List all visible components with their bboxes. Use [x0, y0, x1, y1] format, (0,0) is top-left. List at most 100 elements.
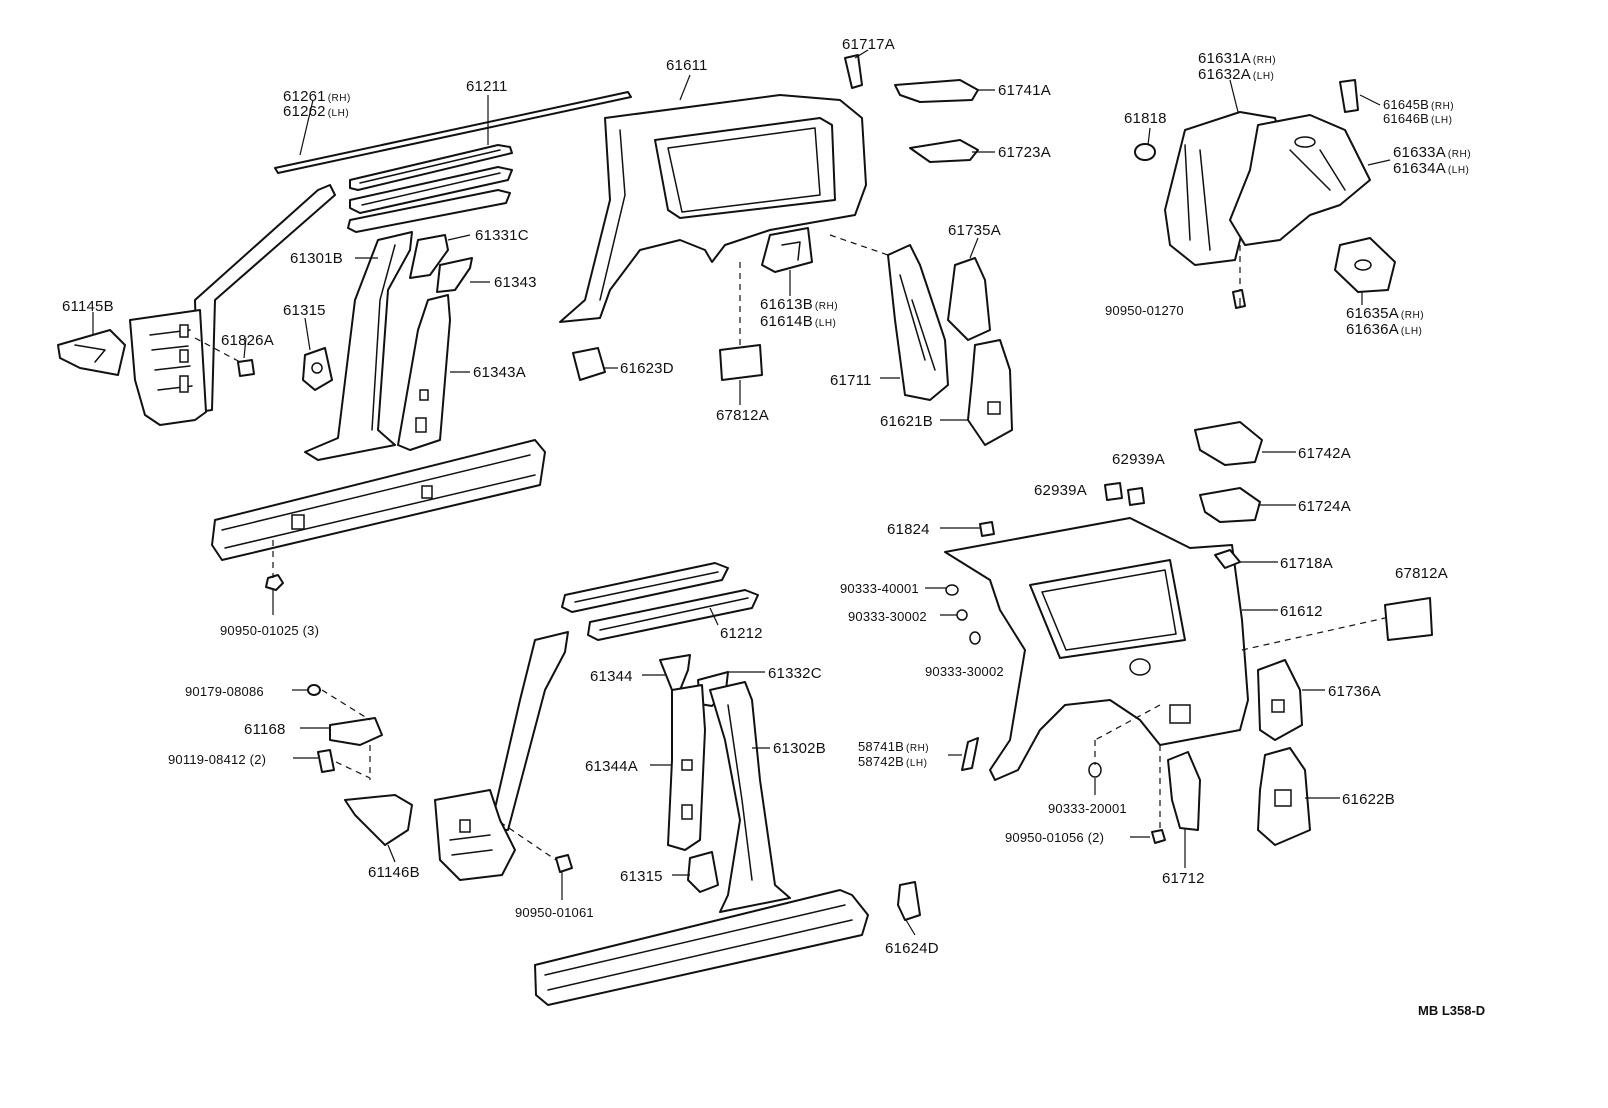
callout-61315-lower: 61315 — [620, 868, 663, 885]
callout-61301B: 61301B — [290, 250, 343, 267]
callout-61632A: 61632A(LH) — [1198, 66, 1275, 83]
callout-61646B: 61646B(LH) — [1383, 111, 1453, 126]
callout-61712: 61712 — [1162, 870, 1205, 887]
bracket-61635A — [1334, 237, 1396, 293]
callout-61344: 61344 — [590, 668, 633, 685]
bracket-61712 — [1167, 751, 1201, 831]
callout-90950-01056: 90950-01056 (2) — [1005, 830, 1105, 845]
rocker-panel-outer-part — [534, 889, 869, 1006]
pad-61824 — [979, 521, 995, 537]
callout-61624D: 61624D — [885, 940, 939, 957]
pad-62939A-right — [1127, 487, 1145, 506]
callout-90950-01270: 90950-01270 — [1105, 303, 1184, 318]
roof-drip-molding-part — [274, 91, 632, 174]
bracket-61736A — [1257, 659, 1303, 741]
callout-61645B: 61645B(RH) — [1383, 97, 1455, 112]
molding-58741B — [961, 737, 979, 771]
callout-61622B: 61622B — [1342, 791, 1395, 808]
center-pillar-outer-61302B — [709, 681, 791, 913]
callout-61611: 61611 — [666, 57, 708, 74]
bracket-61645B — [1339, 79, 1359, 113]
bolt-90119-08412 — [317, 749, 335, 773]
pad-67812A-lower — [1384, 597, 1433, 641]
callout-58742B: 58742B(LH) — [858, 754, 928, 769]
front-pillar-part — [129, 184, 336, 426]
callout-61332C: 61332C — [768, 665, 822, 682]
bracket-61742A — [1194, 421, 1263, 466]
bracket-61724A — [1199, 487, 1261, 523]
callout-61724A: 61724A — [1298, 498, 1351, 515]
callout-67812A-upper: 67812A — [716, 407, 769, 424]
leader-lines — [92, 49, 1391, 936]
callout-90179-08086: 90179-08086 — [185, 684, 264, 699]
callout-61636A: 61636A(LH) — [1346, 321, 1423, 338]
center-pillar-reinforcement-61343 — [436, 257, 473, 293]
nut-90950-01025 — [265, 574, 284, 591]
bracket-61741A — [894, 79, 979, 103]
wheelhouse-extension-61711 — [887, 244, 949, 401]
callout-61315-upper: 61315 — [283, 302, 326, 319]
callout-61818: 61818 — [1124, 110, 1167, 127]
callout-61741A: 61741A — [998, 82, 1051, 99]
bracket-61723A — [909, 139, 979, 163]
bracket-61315-lower — [687, 851, 719, 893]
roof-side-rail-upper-part — [349, 144, 513, 191]
callout-90333-30002-lower: 90333-30002 — [925, 664, 1004, 679]
callout-61612: 61612 — [1280, 603, 1323, 620]
callout-61302B: 61302B — [773, 740, 826, 757]
quarter-panel-61612 — [944, 517, 1249, 781]
center-pillar-reinforcement-61344 — [659, 654, 691, 691]
callout-67812A-lower: 67812A — [1395, 565, 1448, 582]
callout-61343: 61343 — [494, 274, 537, 291]
quarter-panel-outer-61611 — [559, 94, 867, 323]
callout-90950-01025: 90950-01025 (3) — [220, 623, 320, 638]
callout-61742A: 61742A — [1298, 445, 1351, 462]
nut-90950-01056 — [1151, 829, 1166, 844]
front-pillar-lower-bracket-part — [57, 329, 126, 376]
center-pillar-inner-61343A — [397, 294, 451, 451]
callout-61824: 61824 — [887, 521, 930, 538]
plug-61818 — [1134, 143, 1156, 161]
callout-61633A: 61633A(RH) — [1393, 144, 1472, 161]
callout-61212: 61212 — [720, 625, 763, 642]
bracket-61168 — [329, 717, 383, 746]
callout-61261: 61261(RH) — [283, 88, 351, 105]
center-pillar-inner-61344A — [667, 684, 706, 851]
clip-61717A — [844, 54, 863, 89]
wheel-housing-inner-61633A — [1229, 114, 1371, 246]
callout-90950-01061: 90950-01061 — [515, 905, 594, 920]
clip-90950-01270 — [1232, 289, 1246, 309]
callout-61718A: 61718A — [1280, 555, 1333, 572]
drawing-code: MB L358-D — [1418, 1003, 1486, 1018]
roof-side-rail-mid-part — [349, 166, 513, 214]
callout-90119-08412: 90119-08412 (2) — [168, 752, 267, 767]
nut-90950-01061 — [555, 854, 573, 873]
quarter-panel-bracket-61613B — [761, 227, 813, 273]
callout-62939A-right: 62939A — [1112, 451, 1165, 468]
callout-61735A: 61735A — [948, 222, 1001, 239]
callout-62939A-left: 62939A — [1034, 482, 1087, 499]
roof-side-rail-61212-lower — [587, 589, 759, 641]
bracket-61623D — [572, 347, 606, 381]
plug-61826A — [237, 359, 255, 377]
bracket-61146B — [344, 794, 413, 846]
callout-61736A: 61736A — [1328, 683, 1381, 700]
center-pillar-reinforcement-61331C — [409, 234, 449, 279]
callout-61168: 61168 — [244, 721, 286, 738]
callout-61262: 61262(LH) — [283, 103, 350, 120]
callout-61717A: 61717A — [842, 36, 895, 53]
callout-61614B: 61614B(LH) — [760, 313, 837, 330]
callout-61613B: 61613B(RH) — [760, 296, 839, 313]
roof-side-rail-61212-upper — [561, 562, 729, 613]
callout-61343A: 61343A — [473, 364, 526, 381]
bracket-61622B — [1257, 747, 1311, 846]
pad-67812A-upper — [719, 344, 763, 381]
callout-61145B: 61145B — [62, 298, 114, 315]
callout-61631A: 61631A(RH) — [1198, 50, 1277, 67]
dashed-assembly-lines — [194, 234, 1386, 861]
callout-61146B: 61146B — [368, 864, 420, 881]
callout-90333-30002-upper: 90333-30002 — [848, 609, 927, 624]
bracket-61621B — [967, 339, 1013, 446]
rocker-panel-inner-part — [211, 439, 546, 561]
